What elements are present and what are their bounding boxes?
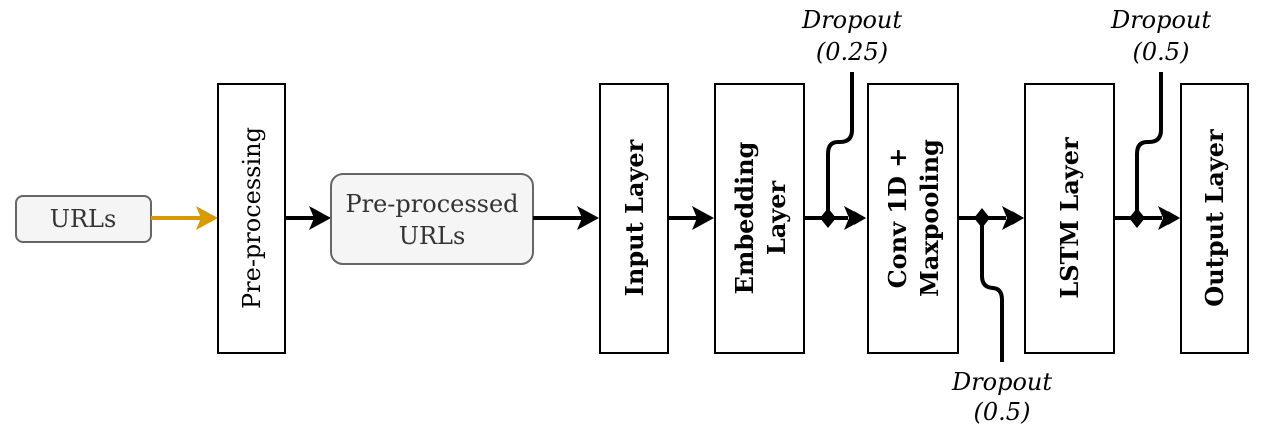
preprocessing-label: Pre-processing: [238, 127, 266, 309]
preprocessed-urls-node: Pre-processed URLs: [330, 173, 534, 265]
lstm-layer-label: LSTM Layer: [1055, 137, 1084, 299]
conv-layer-line2: Maxpooling: [915, 139, 944, 297]
lstm-layer-node: LSTM Layer: [1024, 83, 1115, 354]
arrow-conv-to-lstm: [958, 206, 1024, 230]
embedding-layer-line2: Layer: [762, 181, 791, 256]
input-layer-node: Input Layer: [599, 83, 669, 354]
preprocessed-urls-line2: URLs: [399, 222, 466, 250]
dropout-label-embedding: Dropout (0.25): [801, 6, 902, 66]
urls-input-label: URLs: [50, 205, 117, 233]
arrow-preprocessing-to-preprocessed: [285, 206, 331, 230]
dropout-label-lstm: Dropout (0.5): [1110, 6, 1211, 66]
arrow-preprocessed-to-input-layer: [533, 206, 599, 230]
dropout-connector-conv: [974, 208, 1004, 362]
arrow-lstm-to-output: [1114, 206, 1180, 230]
preprocessed-urls-line1: Pre-processed: [345, 190, 518, 218]
dropout-label-conv: Dropout (0.5): [951, 368, 1052, 426]
arrow-urls-to-preprocessing: [151, 206, 218, 230]
dropout-connector-lstm: [1129, 72, 1163, 228]
dropout-2-label: Dropout: [951, 368, 1052, 396]
preprocessing-node: Pre-processing: [217, 83, 286, 354]
conv-layer-line1: Conv 1D +: [883, 148, 912, 289]
dropout-2-rate: (0.5): [974, 398, 1031, 426]
dropout-3-rate: (0.5): [1133, 38, 1190, 66]
conv-layer-node: Conv 1D + Maxpooling: [867, 83, 959, 354]
arrow-input-to-embedding: [668, 206, 714, 230]
dropout-connector-embedding: [820, 72, 854, 228]
urls-input-node: URLs: [15, 195, 152, 243]
embedding-layer-node: Embedding Layer: [714, 83, 805, 354]
dropout-1-label: Dropout: [801, 6, 902, 34]
input-layer-label: Input Layer: [620, 139, 649, 296]
dropout-3-label: Dropout: [1110, 6, 1211, 34]
output-layer-label: Output Layer: [1200, 129, 1229, 307]
dropout-1-rate: (0.25): [816, 38, 888, 66]
output-layer-node: Output Layer: [1180, 83, 1249, 354]
embedding-layer-line1: Embedding: [730, 141, 759, 294]
